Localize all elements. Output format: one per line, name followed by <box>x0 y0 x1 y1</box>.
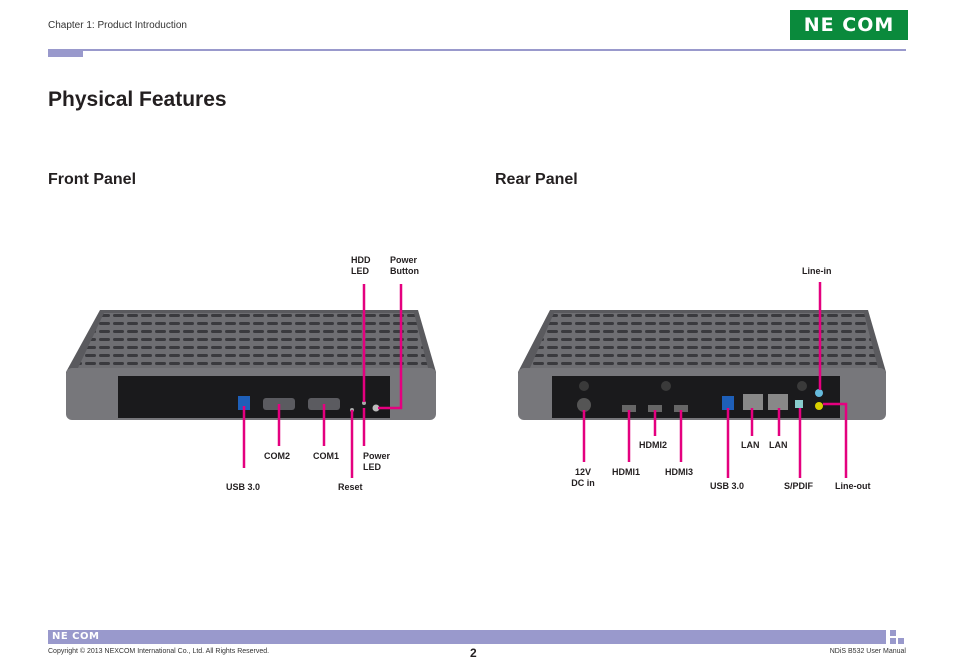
copyright-text: Copyright © 2013 NEXCOM International Co… <box>48 648 270 655</box>
front-io-panel <box>118 376 390 418</box>
label-pbtn-line1: Power <box>390 255 418 265</box>
label-lan1: LAN <box>741 440 760 450</box>
antenna-3-icon <box>797 381 807 391</box>
hdmi3-port-icon <box>674 405 688 412</box>
footer-square-1 <box>890 630 896 636</box>
label-hdd-led: HDD LED <box>351 255 371 277</box>
page-number: 2 <box>470 646 477 660</box>
power-button-icon <box>372 404 380 412</box>
hdmi2-port-icon <box>648 405 662 412</box>
header-rule <box>48 49 906 51</box>
spdif-port-icon <box>795 400 803 408</box>
rear-panel-heading: Rear Panel <box>495 171 578 188</box>
line-in-jack-icon <box>815 389 823 397</box>
hdmi1-port-icon <box>622 405 636 412</box>
label-hdmi3: HDMI3 <box>665 467 694 477</box>
label-spdif: S/PDIF <box>784 481 814 491</box>
label-com1: COM1 <box>313 451 340 461</box>
lan1-port-icon <box>743 394 763 410</box>
front-device <box>66 310 436 420</box>
footer-square-2 <box>890 638 896 644</box>
label-line-out: Line-out <box>835 481 871 491</box>
label-front-usb: USB 3.0 <box>226 482 261 492</box>
lan2-port-icon <box>768 394 788 410</box>
label-line-in: Line-in <box>802 266 832 276</box>
footer-logo: NE COM <box>52 631 100 642</box>
front-panel-heading: Front Panel <box>48 171 137 188</box>
rear-usb3-port-icon <box>722 396 734 410</box>
label-reset: Reset <box>338 482 363 492</box>
rear-io-panel <box>552 376 840 418</box>
usb3-port-icon <box>238 396 250 410</box>
label-pled-line2: LED <box>363 462 381 472</box>
label-lan2: LAN <box>769 440 788 450</box>
manual-name: NDiS B532 User Manual <box>829 648 906 655</box>
header-tab-marker <box>48 49 83 57</box>
label-pled-line1: Power <box>363 451 391 461</box>
label-dc-in: 12V DC in <box>568 467 598 489</box>
label-power-button: Power Button <box>390 255 419 277</box>
chapter-title: Chapter 1: Product Introduction <box>48 20 187 31</box>
footer-bar <box>48 630 886 644</box>
label-hdd-line1: HDD <box>351 255 371 265</box>
rear-device <box>518 310 886 420</box>
label-pbtn-line2: Button <box>390 266 419 276</box>
antenna-2-icon <box>661 381 671 391</box>
nexcom-logo-text: NE COM <box>803 14 895 36</box>
page-title: Physical Features <box>48 88 227 111</box>
label-rear-usb: USB 3.0 <box>710 481 745 491</box>
label-hdmi1: HDMI1 <box>612 467 641 477</box>
footer-square-3 <box>898 638 904 644</box>
label-com2: COM2 <box>264 451 291 461</box>
label-hdd-line2: LED <box>351 266 369 276</box>
line-out-jack-icon <box>815 402 823 410</box>
callout-lines <box>242 282 848 478</box>
dc-in-port-icon <box>577 398 591 412</box>
nexcom-logo: NE COM <box>790 10 908 40</box>
label-power-led: Power LED <box>363 451 390 473</box>
label-hdmi2: HDMI2 <box>639 440 668 450</box>
antenna-1-icon <box>579 381 589 391</box>
label-dc-line2: DC in <box>571 478 595 488</box>
label-dc-line1: 12V <box>574 467 591 477</box>
